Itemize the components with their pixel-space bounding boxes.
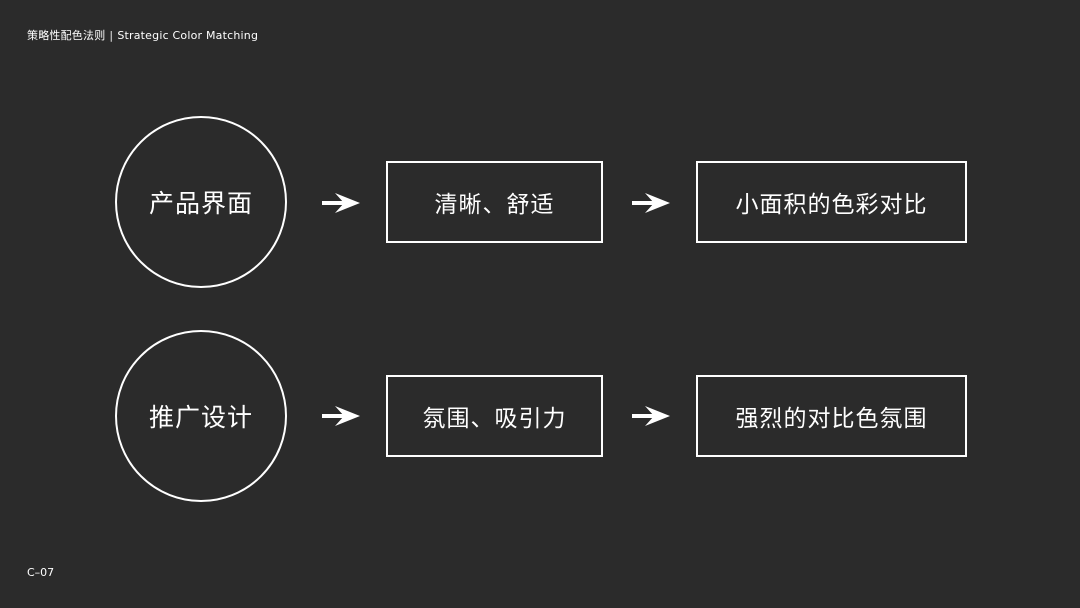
arrow-right-icon: [321, 405, 361, 427]
strategy-label: 小面积的色彩对比: [735, 192, 928, 218]
arrow-right-icon: [632, 193, 670, 213]
requirement-label: 清晰、舒适: [434, 192, 555, 218]
category-circle-product-ui: 产品界面: [115, 116, 287, 288]
requirement-box-product-ui: 清晰、舒适: [386, 161, 603, 243]
arrow-right-icon: [631, 405, 671, 427]
arrow-right-icon: [322, 406, 360, 426]
arrow-right-icon: [322, 193, 360, 213]
arrow-right-icon: [321, 192, 361, 214]
page-header: 策略性配色法则|Strategic Color Matching: [27, 27, 258, 43]
arrow-right-icon: [631, 192, 671, 214]
header-separator: |: [109, 29, 114, 42]
category-label: 推广设计: [148, 403, 253, 432]
requirement-box-promotion-design: 氛围、吸引力: [386, 375, 603, 457]
category-circle-promotion-design: 推广设计: [115, 330, 287, 502]
arrow-right-icon: [632, 406, 670, 426]
header-title-en: Strategic Color Matching: [117, 29, 259, 42]
strategy-box-product-ui: 小面积的色彩对比: [696, 161, 967, 243]
strategy-label: 强烈的对比色氛围: [735, 406, 928, 432]
category-label: 产品界面: [148, 189, 253, 218]
header-title-cn: 策略性配色法则: [27, 29, 106, 42]
requirement-label: 氛围、吸引力: [422, 406, 567, 432]
page-code: C–07: [27, 566, 55, 579]
strategy-box-promotion-design: 强烈的对比色氛围: [696, 375, 967, 457]
